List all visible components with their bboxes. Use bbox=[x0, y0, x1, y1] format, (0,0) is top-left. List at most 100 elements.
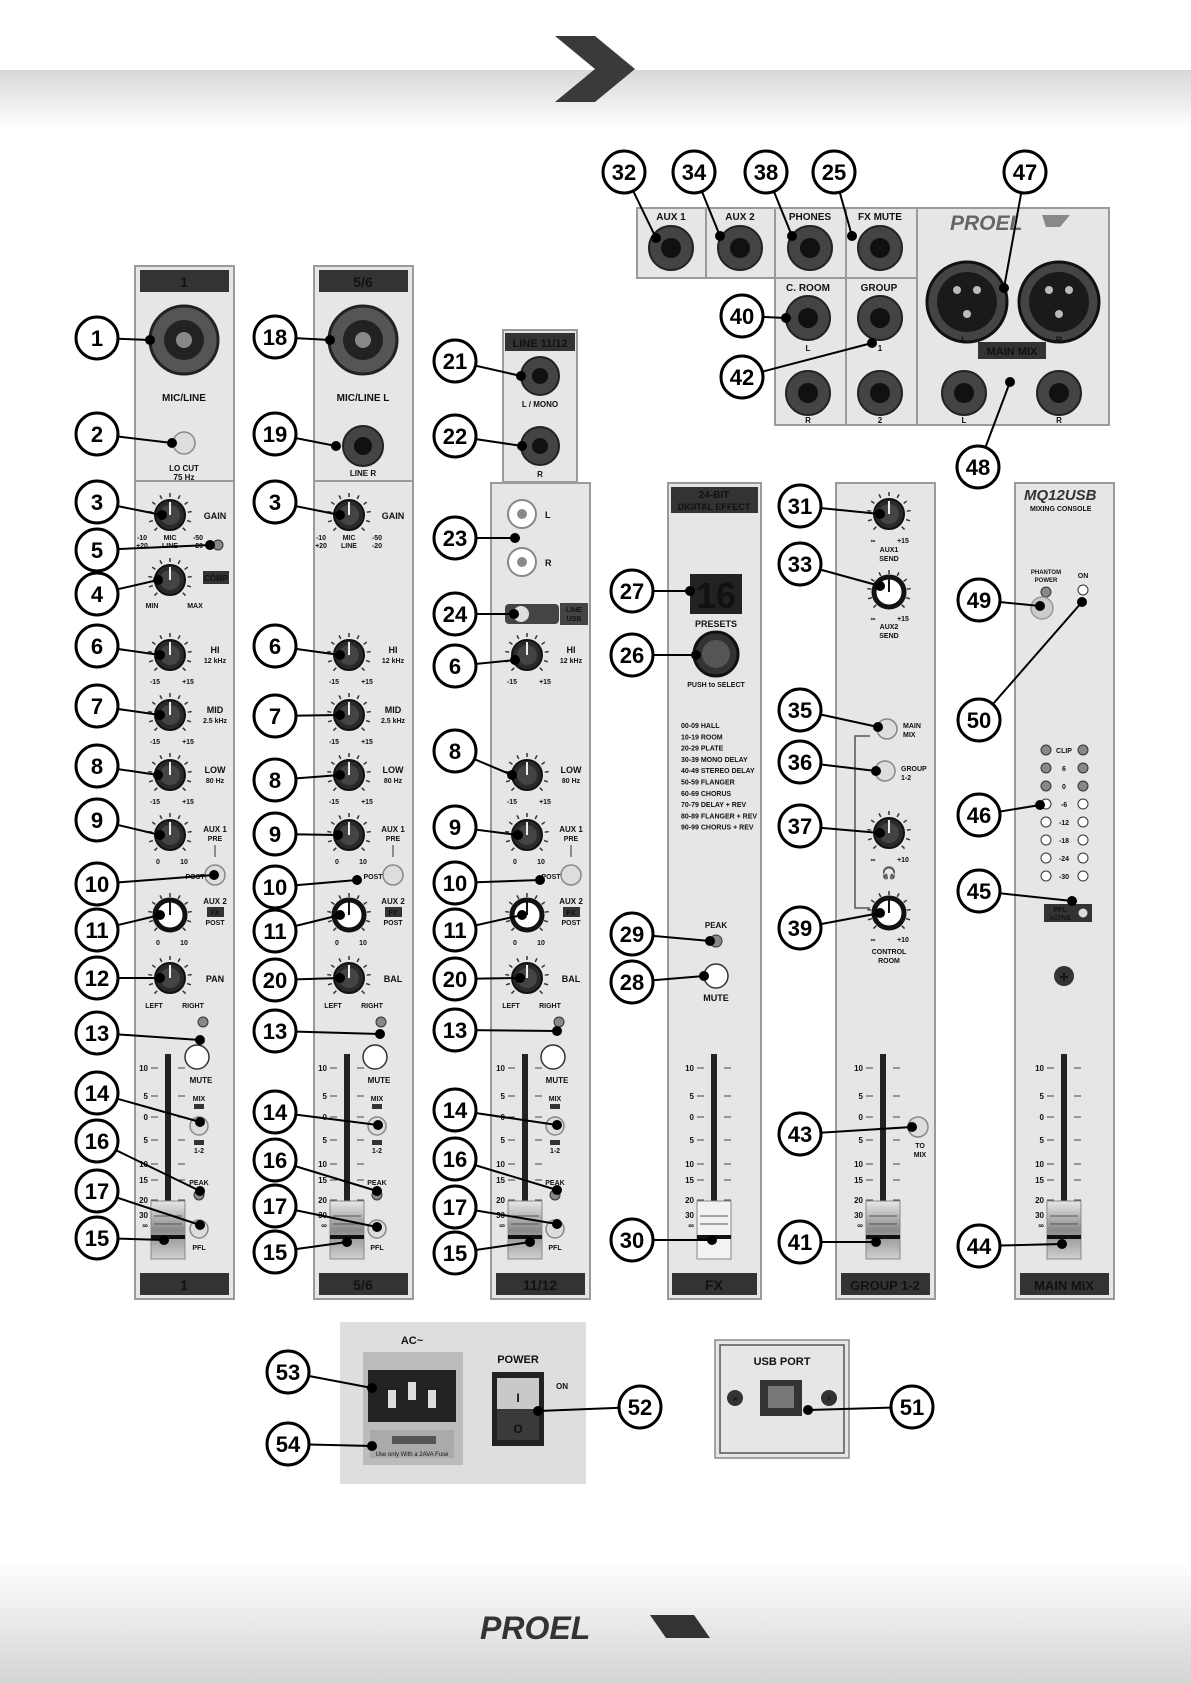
balance-knob-ch1112[interactable] bbox=[505, 956, 549, 995]
xlr-r-label: R bbox=[1056, 335, 1063, 345]
callout-number: 4 bbox=[91, 582, 104, 607]
switch-usb-label: USB bbox=[567, 616, 582, 623]
callout-32: 32 bbox=[601, 149, 647, 195]
comp-knob-ch1[interactable] bbox=[148, 558, 192, 597]
callout-16: 16 bbox=[74, 1118, 120, 1164]
meter-led-left bbox=[1040, 744, 1052, 756]
fx-preset-item: 70-79 DELAY + REV bbox=[681, 802, 747, 809]
control-room-knob[interactable] bbox=[867, 891, 911, 931]
callout-4: 4 bbox=[74, 571, 120, 617]
group2-label: 2 bbox=[878, 416, 883, 425]
fader-scale-tick: ∞ bbox=[142, 1221, 148, 1230]
aux-range: 0 bbox=[513, 859, 517, 866]
fader-scale-tick: ∞ bbox=[857, 1221, 863, 1230]
callout-number: 17 bbox=[263, 1194, 287, 1219]
callout-number: 11 bbox=[443, 918, 466, 943]
pfl-label: PFL bbox=[548, 1245, 562, 1252]
post-label: POST bbox=[363, 874, 383, 881]
channel-fader-ch56[interactable] bbox=[329, 1200, 365, 1260]
callout-number: 16 bbox=[263, 1148, 287, 1173]
eq-freq: 12 kHz bbox=[382, 658, 405, 665]
channel-fader-ch1112[interactable] bbox=[507, 1200, 543, 1260]
fader-scale-tick: 5 bbox=[1040, 1136, 1045, 1145]
fader-scale-tick: 30 bbox=[139, 1211, 148, 1220]
fader-scale-tick: ∞ bbox=[1038, 1221, 1044, 1230]
mute-button-ch1[interactable] bbox=[184, 1044, 210, 1070]
eq-label: MID bbox=[207, 705, 224, 715]
eq-knob-low-ch56[interactable] bbox=[327, 753, 371, 792]
main-mix-fader[interactable] bbox=[1046, 1200, 1082, 1260]
aux2-knob-ch1[interactable] bbox=[148, 893, 192, 933]
mix-label: MIX bbox=[549, 1096, 562, 1103]
strip-bottom-label-1112: 11/12 bbox=[523, 1277, 557, 1293]
callout-number: 45 bbox=[967, 879, 991, 904]
fader-scale-tick: 5 bbox=[144, 1136, 149, 1145]
callout-27: 27 bbox=[609, 568, 655, 614]
group-label: 1-2 bbox=[550, 1148, 560, 1155]
control-room-label-2: ROOM bbox=[878, 958, 900, 965]
mix-label: MIX bbox=[371, 1096, 384, 1103]
control-room-label-1: CONTROL bbox=[872, 949, 907, 956]
meter-led-left bbox=[1040, 852, 1052, 864]
callout-42: 42 bbox=[719, 354, 765, 400]
eq-freq: 2.5 kHz bbox=[203, 718, 228, 725]
fx-fader[interactable] bbox=[696, 1200, 732, 1260]
mute-button-ch56[interactable] bbox=[362, 1044, 388, 1070]
group12-assign-label-2: 1-2 bbox=[901, 775, 911, 782]
aux-range: 0 bbox=[156, 859, 160, 866]
power-section: AC~ Use only With a 2AVA Fuse POWER I O … bbox=[340, 1322, 850, 1484]
pan-label: BAL bbox=[562, 974, 581, 984]
callout-number: 54 bbox=[276, 1432, 301, 1457]
aux2-label: AUX 2 bbox=[559, 897, 583, 906]
aux1-knob-ch1[interactable] bbox=[148, 813, 192, 852]
pre-post-button-ch56[interactable] bbox=[382, 864, 404, 886]
callout-number: 6 bbox=[449, 654, 461, 679]
mix-label: MIX bbox=[193, 1096, 206, 1103]
callout-number: 18 bbox=[263, 325, 287, 350]
callout-3: 3 bbox=[74, 479, 120, 525]
gain-knob-ch56[interactable] bbox=[327, 493, 371, 532]
callout-12: 12 bbox=[74, 955, 120, 1001]
group-fader[interactable] bbox=[865, 1200, 901, 1260]
send-range: ∞ bbox=[871, 538, 876, 545]
fader-scale-tick: 10 bbox=[496, 1064, 505, 1073]
aux1-knob-ch1112[interactable] bbox=[505, 813, 549, 852]
group12-assign-label-1: GROUP bbox=[901, 766, 927, 773]
callout-number: 20 bbox=[263, 968, 287, 993]
meter-led-right bbox=[1077, 780, 1089, 792]
phantom-label-1: PHANTOM bbox=[1031, 570, 1061, 576]
callout-44: 44 bbox=[956, 1223, 1002, 1269]
callout-28: 28 bbox=[609, 959, 655, 1005]
eq-range: +15 bbox=[182, 739, 194, 746]
gain-knob-ch1[interactable] bbox=[148, 493, 192, 532]
fader-scale-tick: 10 bbox=[139, 1064, 148, 1073]
fx-preset-item: 90-99 CHORUS + REV bbox=[681, 825, 754, 832]
callout-number: 17 bbox=[443, 1195, 467, 1220]
callout-number: 14 bbox=[263, 1100, 288, 1125]
aux1-send-knob[interactable] bbox=[867, 492, 911, 531]
pan-knob-ch1[interactable] bbox=[148, 956, 192, 995]
callout-8: 8 bbox=[74, 743, 120, 789]
callout-number: 41 bbox=[788, 1230, 812, 1255]
fader-scale-tick: 10 bbox=[1035, 1160, 1044, 1169]
callout-18: 18 bbox=[252, 314, 298, 360]
fader-scale-tick: 15 bbox=[854, 1176, 863, 1185]
eq-knob-mid-ch56[interactable] bbox=[327, 693, 371, 732]
locut-label: LO CUT bbox=[169, 464, 199, 473]
strip-bottom-label-56: 5/6 bbox=[353, 1277, 373, 1293]
to-mix-label-2: MIX bbox=[914, 1152, 927, 1159]
mute-button-ch1112[interactable] bbox=[540, 1044, 566, 1070]
callout-47: 47 bbox=[1002, 149, 1048, 195]
eq-knob-low-ch1[interactable] bbox=[148, 753, 192, 792]
callout-15: 15 bbox=[252, 1229, 298, 1275]
send-range: +15 bbox=[897, 538, 909, 545]
callout-number: 11 bbox=[85, 918, 108, 943]
rear-jack-label: AUX 2 bbox=[725, 212, 755, 223]
channel-strips: 1 5/6 LINE 11/12 24-BIT DIGITAL EFFECT 1… bbox=[134, 265, 1115, 1300]
eq-range: -15 bbox=[329, 679, 339, 686]
callout-14: 14 bbox=[432, 1087, 478, 1133]
eq-knob-hi-ch1112[interactable] bbox=[505, 633, 549, 672]
aux2-knob-ch56[interactable] bbox=[327, 893, 371, 933]
fader-scale-tick: 15 bbox=[1035, 1176, 1044, 1185]
pre-post-button-ch1112[interactable] bbox=[560, 864, 582, 886]
